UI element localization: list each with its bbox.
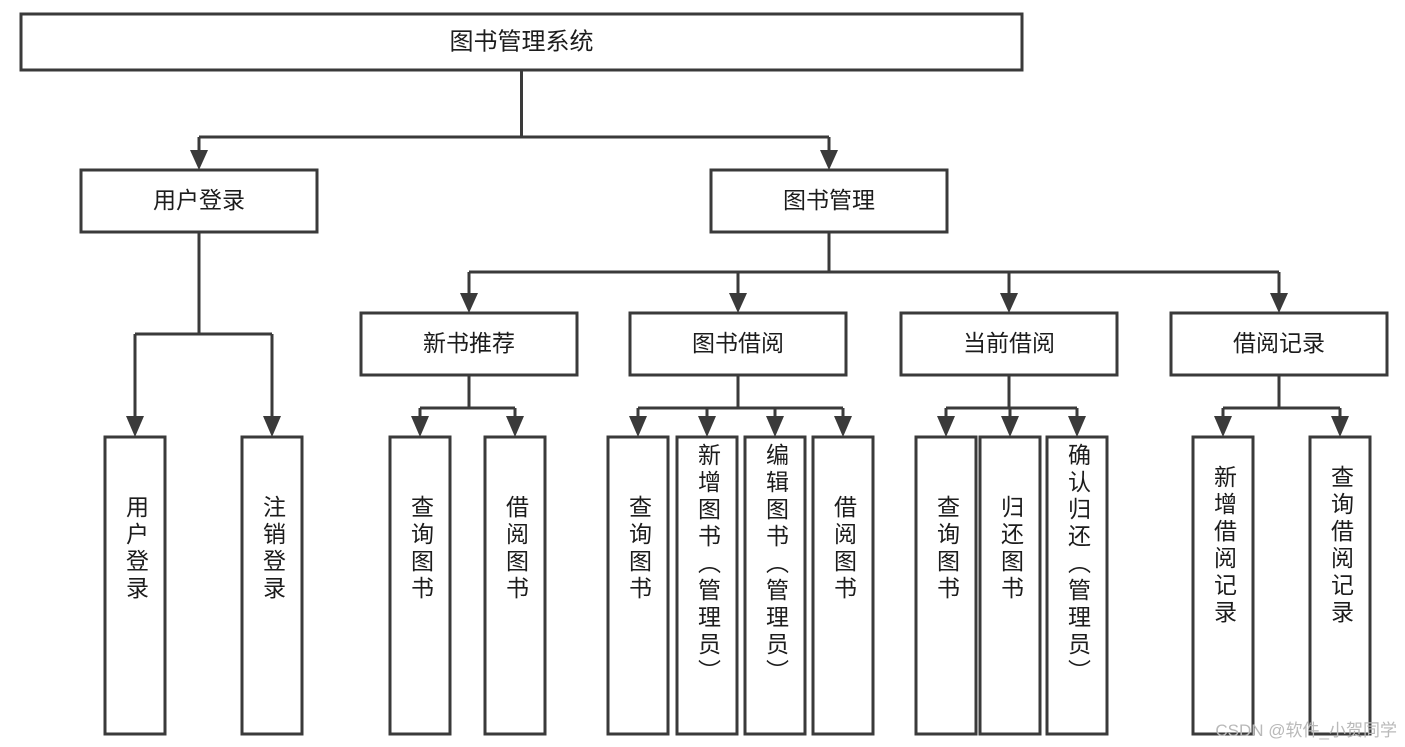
leaf-box-borrow-borrow-book[interactable] [811,435,875,736]
node-borrow-record[interactable]: 借阅记录 [1169,311,1389,377]
node-book-borrow[interactable]: 图书借阅 [628,311,848,377]
leaf-box-user-login[interactable] [103,435,167,736]
leaf-box-current-return-book[interactable] [978,435,1042,736]
node-root-system-box[interactable] [19,12,1024,72]
node-new-book-recommend-box[interactable] [359,311,579,377]
node-book-management-label: 图书管理 [783,187,875,213]
arrow-head-leaf-logout [263,416,281,437]
leaf-box-newbook-query-book[interactable] [388,435,452,736]
arrow-head-newbook-leaf-2 [506,416,524,437]
arrow-head-currentborrow-leaf-3 [1068,416,1086,437]
arrow-head-book-mgmt [820,150,838,170]
node-borrow-record-box[interactable] [1169,311,1389,377]
leaf-box-record-query-record[interactable] [1308,435,1372,736]
node-new-book-recommend[interactable]: 新书推荐 [359,311,579,377]
node-book-borrow-label: 图书借阅 [692,330,784,356]
leaf-box-current-confirm-return[interactable] [1045,435,1109,736]
node-root-system[interactable]: 图书管理系统 [19,12,1024,72]
node-current-borrow-box[interactable] [899,311,1119,377]
leaf-box-borrow-edit-book[interactable] [743,435,807,736]
arrow-head-current-borrow [1000,293,1018,313]
node-current-borrow[interactable]: 当前借阅 [899,311,1119,377]
leaf-box-borrow-query-book[interactable] [606,435,670,736]
node-root-system-label: 图书管理系统 [450,28,594,55]
node-user-login-label: 用户登录 [153,187,245,213]
node-book-management-box[interactable] [709,168,949,234]
arrow-head-bookborrow-leaf-3 [766,416,784,437]
arrow-head-bookborrow-leaf-2 [698,416,716,437]
watermark-text: CSDN @软件_小贺同学 [1215,721,1397,740]
leaf-box-record-add-record[interactable] [1191,435,1255,736]
node-user-login[interactable]: 用户登录 [79,168,319,234]
arrow-head-book-borrow [729,293,747,313]
connector-layer [126,70,1349,437]
arrow-head-newbook-leaf-1 [411,416,429,437]
arrow-head-user-login [190,150,208,170]
leaf-box-current-query-book[interactable] [914,435,978,736]
arrow-head-new-book [460,293,478,313]
arrow-head-currentborrow-leaf-1 [937,416,955,437]
arrow-head-bookborrow-leaf-1 [629,416,647,437]
arrow-head-leaf-user-login [126,416,144,437]
arrow-head-bookborrow-leaf-4 [834,416,852,437]
node-new-book-recommend-label: 新书推荐 [423,330,515,356]
node-user-login-box[interactable] [79,168,319,234]
arrow-head-borrowrecord-leaf-1 [1214,416,1232,437]
node-current-borrow-label: 当前借阅 [963,330,1055,356]
leaf-box-newbook-borrow-book[interactable] [483,435,547,736]
leaf-box-borrow-add-book[interactable] [675,435,739,736]
node-book-management[interactable]: 图书管理 [709,168,949,234]
leaf-box-logout[interactable] [240,435,304,736]
arrow-head-borrow-record [1270,293,1288,313]
arrow-head-currentborrow-leaf-2 [1001,416,1019,437]
node-borrow-record-label: 借阅记录 [1233,330,1325,356]
node-book-borrow-box[interactable] [628,311,848,377]
leaf-box-layer [103,435,1372,736]
arrow-head-borrowrecord-leaf-2 [1331,416,1349,437]
